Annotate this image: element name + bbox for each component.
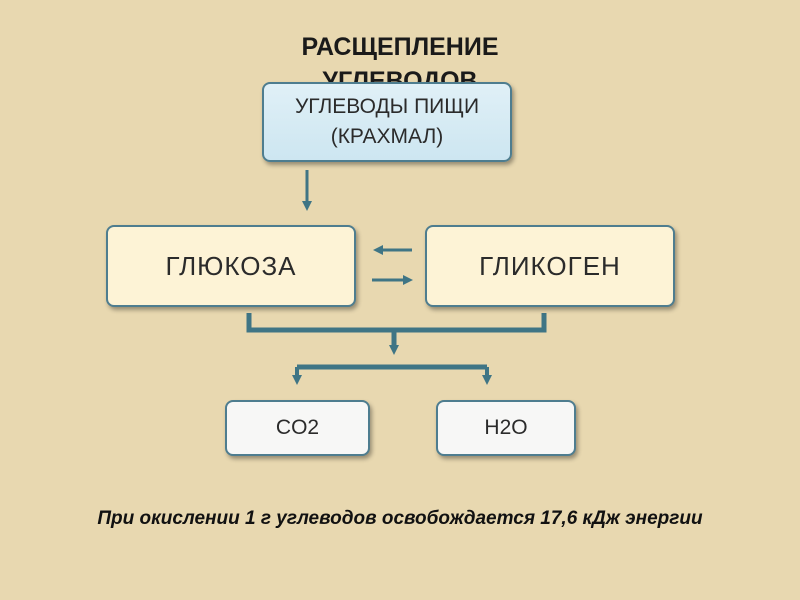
glucose-label: ГЛЮКОЗА [165,250,297,281]
title-container: РАСЩЕПЛЕНИЕ УГЛЕВОДОВ [250,30,550,82]
glucose-box: ГЛЮКОЗА [106,225,356,307]
energy-footer-text: При окислении 1 г углеводов освобождаетс… [97,508,703,529]
co2-label: CO2 [275,416,320,439]
h2o-box: H2O [436,400,576,456]
glycogen-box: ГЛИКОГЕН [425,225,675,307]
glycogen-label: ГЛИКОГЕН [479,250,621,281]
slide-title: РАСЩЕПЛЕНИЕ УГЛЕВОДОВ [301,33,499,82]
co2-box: CO2 [225,400,370,456]
merge-bracket [246,313,547,333]
food-carbohydrates-box: УГЛЕВОДЫ ПИЩИ (КРАХМАЛ) [262,82,512,162]
food-carbohydrates-label: УГЛЕВОДЫ ПИЩИ [294,95,480,118]
starch-label: (КРАХМАЛ) [330,125,444,148]
h2o-label: H2O [484,416,528,439]
